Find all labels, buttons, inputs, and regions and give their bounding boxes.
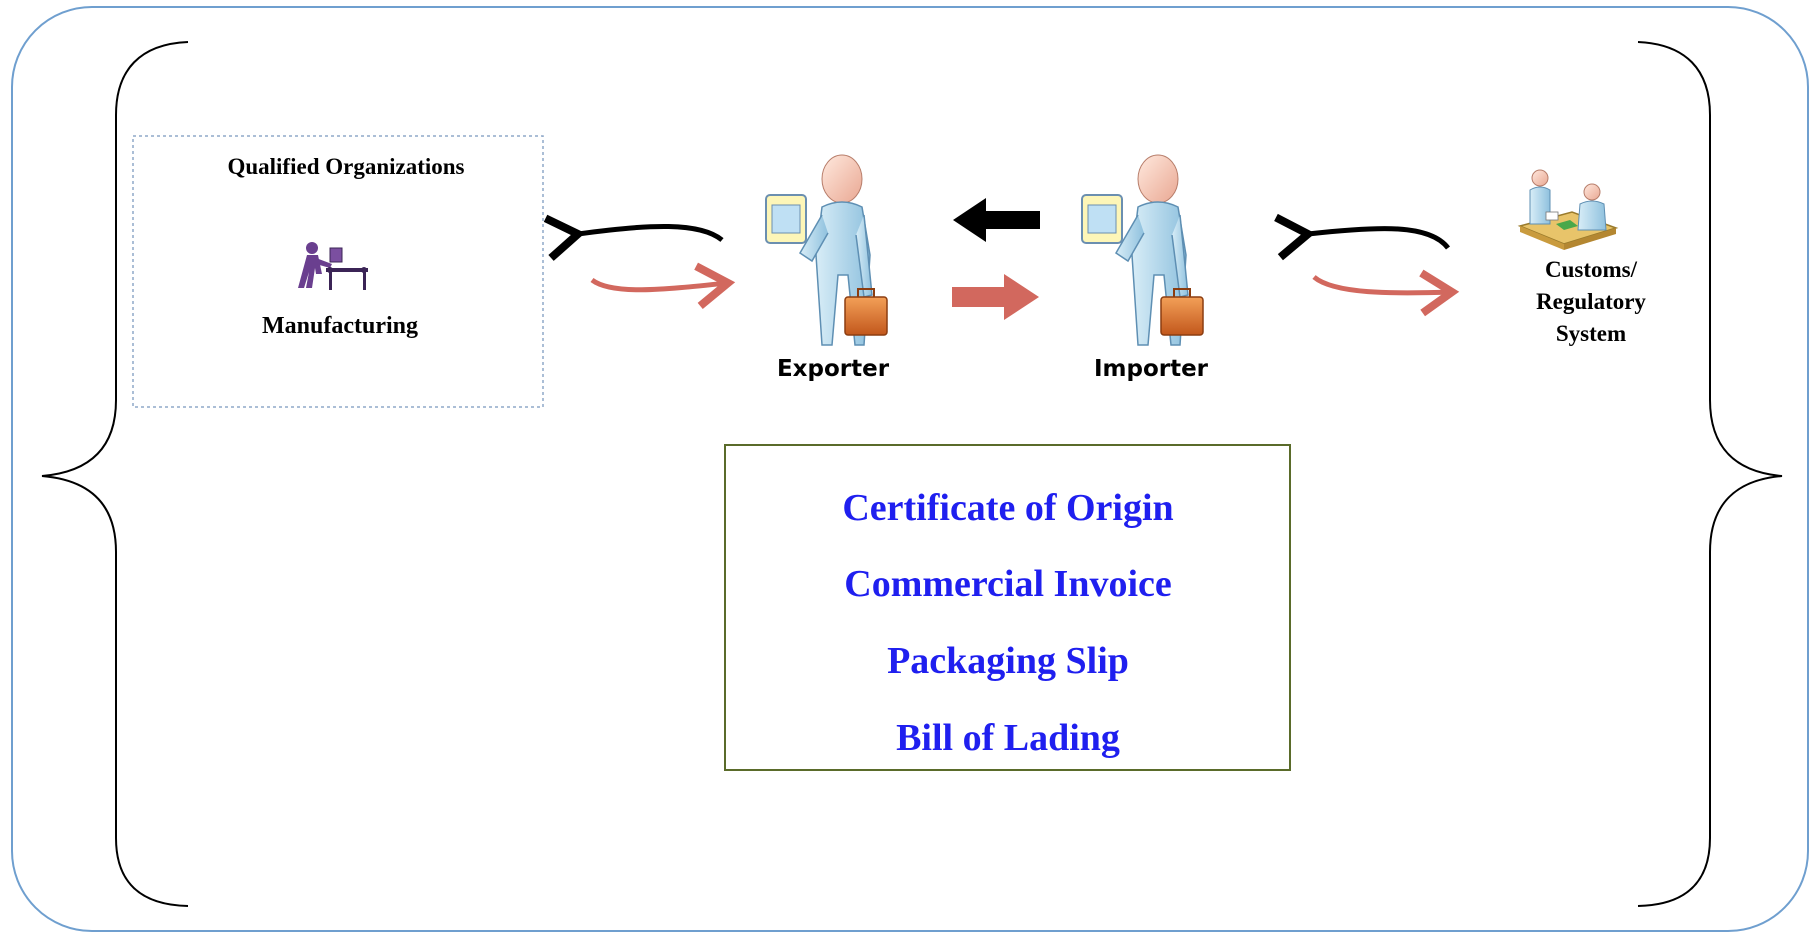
customs-desk-icon <box>1517 169 1619 250</box>
exporter-label: Exporter <box>777 356 890 382</box>
left-brace <box>41 41 189 907</box>
manufacturing-worker-icon <box>298 242 368 290</box>
document-certificate-of-origin: Certificate of Origin <box>842 487 1173 529</box>
manufacturing-label: Manufacturing <box>262 313 418 339</box>
exporter-figure: Exporter <box>765 154 890 382</box>
arrow-exporter-to-importer <box>952 274 1039 320</box>
customs-label-line1: Customs/ <box>1545 257 1638 282</box>
arrow-importer-to-customs <box>1312 269 1460 317</box>
importer-label: Importer <box>1094 356 1209 382</box>
right-brace <box>1637 41 1783 907</box>
qualified-organizations-title: Qualified Organizations <box>227 154 464 179</box>
arrow-manufacturing-to-exporter <box>590 262 736 310</box>
qualified-organizations-box: Qualified Organizations Manufacturing <box>132 135 544 408</box>
document-commercial-invoice: Commercial Invoice <box>844 563 1172 605</box>
arrow-customs-to-importer <box>1274 213 1450 261</box>
arrow-exporter-to-manufacturing <box>543 214 724 261</box>
importer-figure: Importer <box>1081 154 1209 382</box>
customs-label-line2: Regulatory <box>1536 289 1646 314</box>
business-person-icon <box>765 154 888 346</box>
arrow-importer-to-exporter <box>953 198 1040 242</box>
customs-label-line3: System <box>1556 321 1626 346</box>
document-packaging-slip: Packaging Slip <box>887 640 1129 682</box>
document-bill-of-lading: Bill of Lading <box>896 717 1120 759</box>
business-person-icon <box>1081 154 1204 346</box>
documents-box: Certificate of Origin Commercial Invoice… <box>724 444 1291 771</box>
